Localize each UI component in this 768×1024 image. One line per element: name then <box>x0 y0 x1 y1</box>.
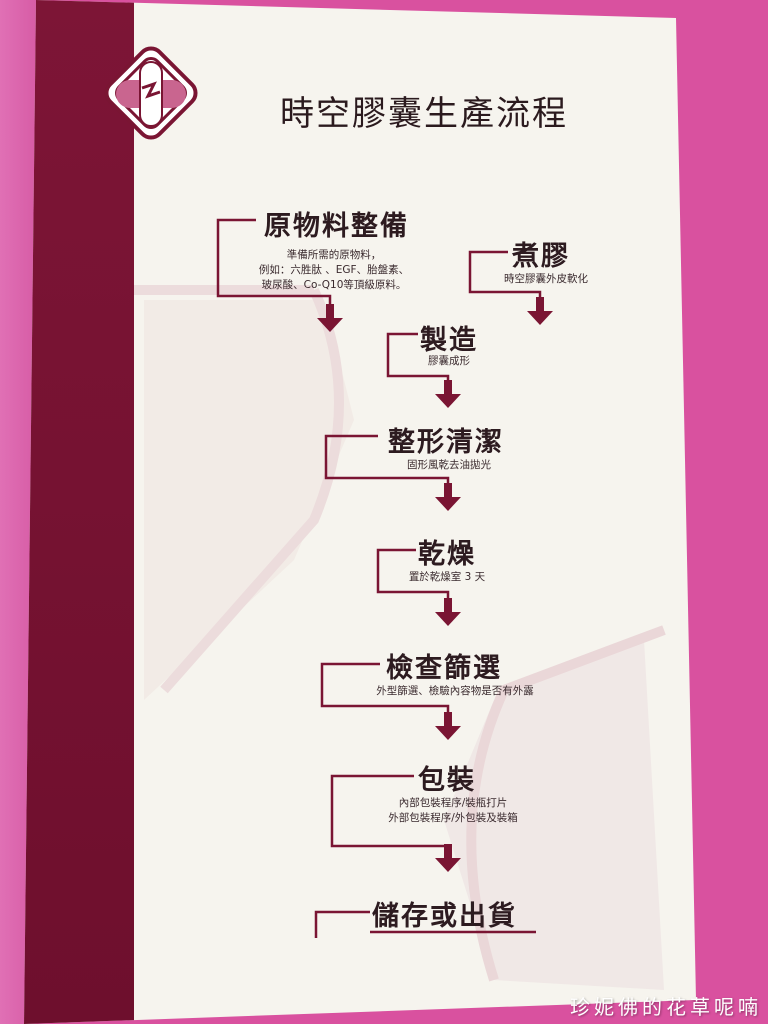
step-desc: 外型篩選、檢驗內容物是否有外露 <box>376 685 534 697</box>
step-desc: 膠囊成形 <box>428 355 470 367</box>
step-desc: 時空膠囊外皮軟化 <box>504 273 588 285</box>
capsule-logo-icon <box>104 46 198 140</box>
flowchart-lines <box>216 218 553 938</box>
step-desc: 準備所需的原物料， 例如：六胜肽 、EGF、胎盤素、 玻尿酸、Co-Q10等頂級… <box>258 249 410 291</box>
step-title: 整形清潔 <box>388 427 504 458</box>
background-capsule-art <box>134 285 666 990</box>
arrow-down-icon <box>435 380 461 408</box>
arrow-down-icon <box>527 297 553 325</box>
arrow-down-icon <box>435 483 461 511</box>
step-title: 包裝 <box>418 765 476 796</box>
arrow-down-icon <box>435 598 461 626</box>
step-title: 原物料整備 <box>264 211 409 242</box>
step-desc: 固形風乾去油拋光 <box>407 459 491 471</box>
step-title: 乾燥 <box>418 539 476 570</box>
sign-board: 時空膠囊生產流程 原物料整備 準備所需的原物料， 例 <box>24 0 696 1024</box>
step-title: 檢查篩選 <box>386 653 502 684</box>
left-stripe <box>24 0 134 1024</box>
arrow-down-icon <box>435 844 461 872</box>
watermark: 珍妮佛的花草呢喃 <box>570 995 762 1019</box>
step-desc: 內部包裝程序/裝瓶打片 外部包裝程序/外包裝及裝箱 <box>388 797 518 824</box>
arrow-down-icon <box>435 712 461 740</box>
step-title: 儲存或出貨 <box>372 901 517 932</box>
sign-title: 時空膠囊生產流程 <box>280 94 568 134</box>
step-desc: 置於乾燥室 3 天 <box>408 571 486 583</box>
step-title: 煮膠 <box>512 241 570 272</box>
step-title: 製造 <box>420 325 478 356</box>
arrow-down-icon <box>317 304 343 332</box>
